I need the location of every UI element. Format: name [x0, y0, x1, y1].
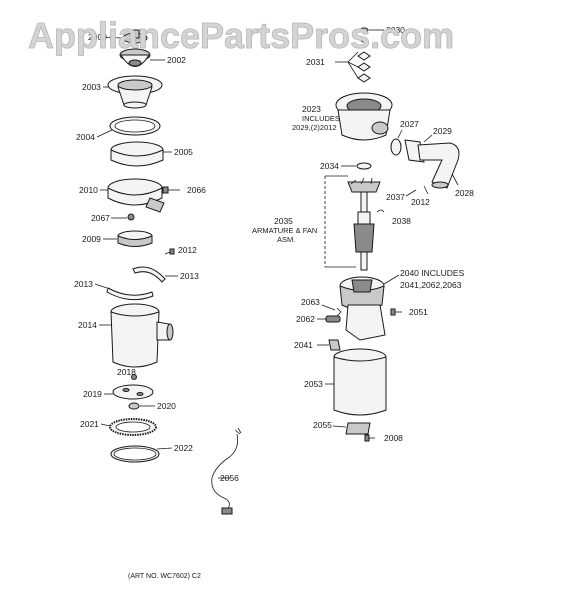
- part-2034-ring[interactable]: [356, 162, 372, 170]
- label-2019: 2019: [83, 389, 102, 399]
- label-2023-includes: INCLUDES: [302, 114, 340, 123]
- label-2051: 2051: [409, 307, 428, 317]
- part-2008-screw[interactable]: [364, 434, 375, 442]
- part-2005-backup-ring[interactable]: [110, 141, 164, 167]
- part-2003-sink-flange[interactable]: [107, 75, 163, 109]
- label-2010: 2010: [79, 185, 98, 195]
- label-2067: 2067: [91, 213, 110, 223]
- part-2041-protector[interactable]: [328, 339, 341, 351]
- label-2037: 2037: [386, 192, 405, 202]
- label-2066: 2066: [187, 185, 206, 195]
- label-2018: 2018: [117, 367, 136, 377]
- label-2056: 2056: [220, 473, 239, 483]
- label-2023-includes-parts: 2029,(2)2012: [292, 123, 337, 132]
- part-2004-gasket[interactable]: [109, 116, 161, 136]
- part-2066-screw[interactable]: [162, 186, 180, 194]
- label-2053: 2053: [304, 379, 323, 389]
- label-2041: 2041: [294, 340, 313, 350]
- part-2062-contact[interactable]: [325, 315, 341, 323]
- label-2008: 2008: [384, 433, 403, 443]
- label-2021: 2021: [80, 419, 99, 429]
- part-2028-discharge-elbow[interactable]: [417, 142, 460, 189]
- label-2002: 2002: [167, 55, 186, 65]
- label-2040: 2040 INCLUDES: [400, 268, 465, 278]
- part-2031-washer-stack[interactable]: [357, 51, 371, 83]
- label-2029: 2029: [433, 126, 452, 136]
- part-2022-gasket[interactable]: [110, 445, 160, 463]
- part-2055-plate[interactable]: [345, 422, 371, 435]
- part-2021-shredder-ring[interactable]: [109, 418, 157, 436]
- label-2035-armature: ARMATURE & FAN: [252, 226, 317, 235]
- part-2030-hardware[interactable]: [359, 27, 369, 43]
- part-2013-clamp-left[interactable]: [106, 287, 154, 301]
- label-2023: 2023: [302, 104, 321, 114]
- label-2028: 2028: [455, 188, 474, 198]
- part-2035-armature-fan[interactable]: [347, 177, 381, 271]
- part-2010-mounting-ring[interactable]: [107, 178, 165, 213]
- part-2018-pin[interactable]: [131, 374, 137, 380]
- label-2040-includes: 2041,2062,2063: [400, 280, 462, 290]
- part-2040-motor-frame[interactable]: [339, 276, 386, 341]
- label-2062: 2062: [296, 314, 315, 324]
- part-2067-nut[interactable]: [127, 213, 135, 221]
- label-2013-right: 2013: [180, 271, 199, 281]
- part-2012-screw-left[interactable]: [164, 248, 175, 255]
- label-2063: 2063: [301, 297, 320, 307]
- label-2000: 2000: [88, 32, 107, 42]
- label-2038: 2038: [392, 216, 411, 226]
- label-2005: 2005: [174, 147, 193, 157]
- part-2002-splash-guard[interactable]: [119, 48, 151, 67]
- label-2012-right: 2012: [411, 197, 430, 207]
- part-2056-power-cord[interactable]: [211, 427, 242, 515]
- label-2055: 2055: [313, 420, 332, 430]
- part-2000-stopper[interactable]: [122, 29, 148, 44]
- label-2012-left: 2012: [178, 245, 197, 255]
- label-2022: 2022: [174, 443, 193, 453]
- part-2009-ring[interactable]: [117, 230, 153, 247]
- part-2020-hub[interactable]: [128, 402, 140, 410]
- label-2020: 2020: [157, 401, 176, 411]
- label-2035: 2035: [274, 216, 293, 226]
- label-2031: 2031: [306, 57, 325, 67]
- part-2013-clamp-right[interactable]: [132, 266, 166, 283]
- label-2030: 2030: [386, 25, 405, 35]
- watermark: AppliancePartsPros.com: [28, 15, 454, 56]
- label-2003: 2003: [82, 82, 101, 92]
- label-2034: 2034: [320, 161, 339, 171]
- label-2004: 2004: [76, 132, 95, 142]
- art-number: (ART NO. WC7602) C2: [128, 573, 201, 580]
- part-2051-screw[interactable]: [390, 308, 402, 316]
- part-2023-upper-housing[interactable]: [335, 92, 393, 141]
- part-2053-motor-shell[interactable]: [333, 348, 387, 416]
- label-2014: 2014: [78, 320, 97, 330]
- label-2027: 2027: [400, 119, 419, 129]
- part-2012-screw-right[interactable]: [423, 185, 429, 195]
- part-2038-clip[interactable]: [376, 209, 385, 213]
- part-2027-gasket[interactable]: [390, 138, 402, 156]
- label-2035-asm: ASM.: [277, 235, 295, 244]
- part-2014-hopper[interactable]: [110, 303, 174, 368]
- part-2019-turntable[interactable]: [112, 384, 154, 400]
- label-2009: 2009: [82, 234, 101, 244]
- label-2013-left: 2013: [74, 279, 93, 289]
- part-2063-spring[interactable]: [336, 307, 342, 317]
